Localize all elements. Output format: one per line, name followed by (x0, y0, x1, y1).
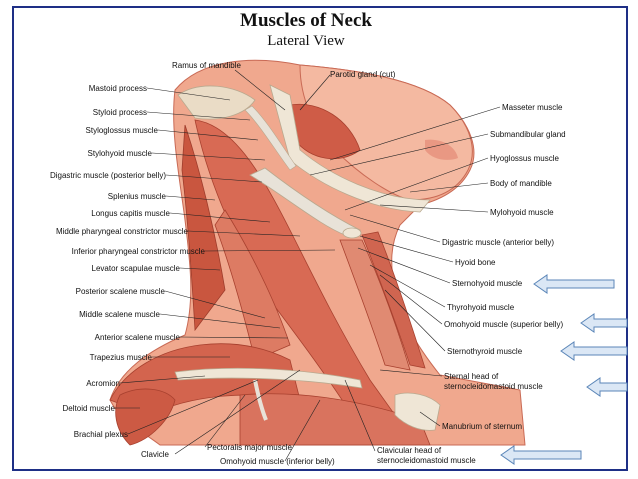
label-middle-scalene: Middle scalene muscle (79, 310, 160, 319)
label-clavicular-head: Clavicular head of (377, 446, 442, 455)
highlight-arrow-sternothyroid (560, 341, 628, 361)
label-omohyoid-inferior: Omohyoid muscle (inferior belly) (220, 457, 335, 466)
label-clavicular-head-scm: sternocleidomastoid muscle (377, 456, 476, 465)
lips (425, 139, 458, 160)
label-pectoralis-major: Pectoralis major muscle (207, 443, 292, 452)
label-hyoid-bone: Hyoid bone (455, 258, 496, 267)
styloid-tendons (244, 105, 297, 171)
label-posterior-scalene: Posterior scalene muscle (75, 287, 165, 296)
deltoid (115, 388, 176, 446)
label-splenius: Splenius muscle (107, 192, 166, 201)
highlight-arrow-clavicular-head (500, 445, 582, 465)
splenius-levator (181, 124, 226, 332)
mastoid-region (177, 85, 256, 120)
label-body-of-mandible: Body of mandible (490, 179, 552, 188)
masseter-muscle (289, 103, 361, 159)
label-ramus-of-mandible: Ramus of mandible (172, 61, 241, 70)
label-digastric-anterior: Digastric muscle (anterior belly) (442, 238, 555, 247)
manubrium (394, 392, 441, 431)
label-sternohyoid: Sternohyoid muscle (452, 279, 523, 288)
highlight-arrow-sternohyoid (533, 274, 615, 294)
label-sternal-head-scm: sternocleidomastoid muscle (444, 382, 543, 391)
figure-subtitle: Lateral View (267, 33, 345, 49)
hyoid-bone (342, 227, 362, 239)
leader-lines (115, 69, 501, 462)
digastric-tendon (249, 167, 362, 236)
clavicle-bone (174, 367, 363, 389)
label-thyrohyoid: Thyrohyoid muscle (447, 303, 515, 312)
highlight-arrow-omohyoid (580, 313, 628, 333)
brachial-plexus (253, 379, 268, 421)
label-mastoid-process: Mastoid process (88, 84, 147, 93)
label-inferior-pharyngeal: Inferior pharyngeal constrictor muscle (71, 247, 205, 256)
sternohyoid-strip (361, 231, 426, 369)
label-anterior-scalene: Anterior scalene muscle (94, 333, 180, 342)
label-levator-scapulae: Levator scapulae muscle (91, 264, 181, 273)
label-trapezius: Trapezius muscle (89, 353, 152, 362)
label-acromion: Acromion (86, 379, 120, 388)
label-omohyoid-superior: Omohyoid muscle (superior belly) (444, 320, 564, 329)
label-stylohyoid: Stylohyoid muscle (87, 149, 152, 158)
label-clavicle: Clavicle (141, 450, 170, 459)
label-sternothyroid: Sternothyroid muscle (447, 347, 523, 356)
label-hyoglossus: Hyoglossus muscle (490, 154, 559, 163)
label-brachial-plexus: Brachial plexus (73, 430, 128, 439)
label-longus-capitis: Longus capitis muscle (91, 209, 170, 218)
label-styloid-process: Styloid process (92, 108, 147, 117)
label-middle-pharyngeal: Middle pharyngeal constrictor muscle (55, 227, 188, 236)
label-manubrium: Manubrium of sternum (442, 422, 523, 431)
label-submandibular-gland: Submandibular gland (490, 130, 566, 139)
label-masseter: Masseter muscle (502, 103, 563, 112)
infrahyoid-straps (339, 239, 411, 371)
label-deltoid: Deltoid muscle (62, 404, 115, 413)
label-sternal-head: Sternal head of (444, 372, 499, 381)
figure-title: Muscles of Neck (240, 10, 372, 31)
mandible (269, 84, 431, 213)
label-styloglossus: Styloglossus muscle (85, 126, 158, 135)
highlight-arrow-sternocleidomastoid (586, 377, 628, 397)
label-parotid-gland: Parotid gland (cut) (330, 70, 396, 79)
label-digastric-posterior: Digastric muscle (posterior belly) (49, 171, 166, 180)
label-mylohyoid: Mylohyoid muscle (490, 208, 554, 217)
